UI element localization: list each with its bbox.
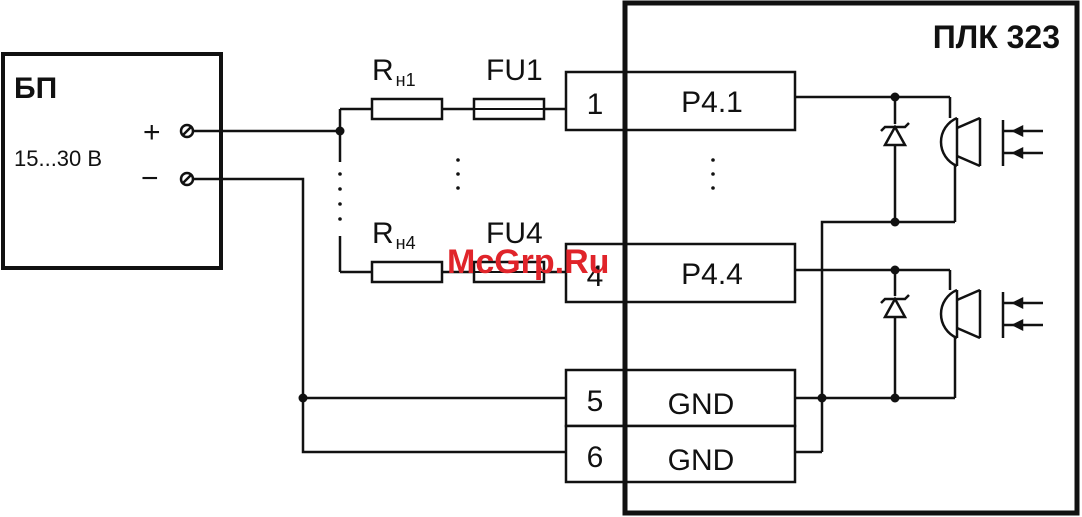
resistor-r1-label: R <box>372 54 394 87</box>
plus-terminal-screw-icon <box>181 125 193 137</box>
optocoupler-channel-4-icon <box>941 290 1043 338</box>
diode-channel-1-icon <box>881 123 909 146</box>
terminal-5-number: 5 <box>587 385 604 418</box>
plus-sign: + <box>143 116 161 149</box>
terminal-6-number: 6 <box>587 441 604 474</box>
fuse-fu1: FU1 <box>474 54 544 119</box>
terminal-6: 6 GND <box>566 426 795 482</box>
plc-title: ПЛК 323 <box>933 19 1060 55</box>
diode-channel-4-icon <box>881 295 909 318</box>
terminal-5-name: GND <box>668 388 735 421</box>
terminal-1-name: P4.1 <box>681 86 743 119</box>
resistor-r4-sub: н4 <box>396 233 416 253</box>
ellipsis-dots <box>338 158 715 221</box>
power-supply-block: БП 15...30 В + − <box>3 54 221 268</box>
terminal-5: 5 GND <box>566 370 795 426</box>
svg-text:Rн1: Rн1 <box>372 54 416 90</box>
resistor-r1-sub: н1 <box>396 70 416 90</box>
optocoupler-channel-1-icon <box>941 118 1043 166</box>
terminal-4-name: P4.4 <box>681 258 743 291</box>
power-supply-title: БП <box>14 72 57 105</box>
terminal-1: 1 P4.1 <box>566 72 795 130</box>
minus-terminal-screw-icon <box>181 173 193 185</box>
minus-sign: − <box>141 162 159 195</box>
resistor-r4-label: R <box>372 217 394 250</box>
watermark: McGrp.Ru <box>447 243 609 281</box>
terminal-1-number: 1 <box>587 88 604 121</box>
svg-text:Rн4: Rн4 <box>372 217 416 253</box>
fuse-fu1-label: FU1 <box>486 54 543 87</box>
power-supply-voltage: 15...30 В <box>14 146 102 171</box>
terminal-6-name: GND <box>668 444 735 477</box>
